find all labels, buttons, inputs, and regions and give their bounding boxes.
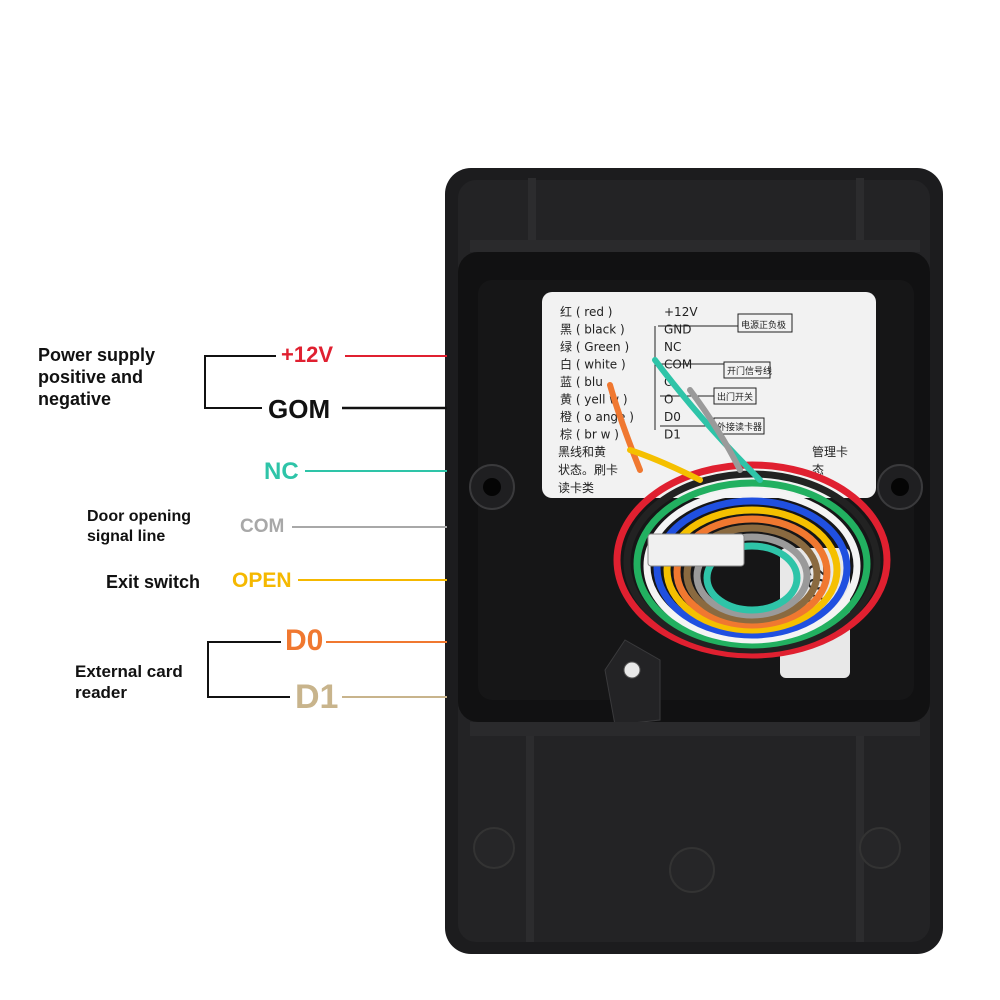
screw-hole-left-inner: [483, 478, 501, 496]
top-rib-right: [856, 178, 864, 248]
wire-loop: [613, 461, 891, 659]
wire-loop: [633, 479, 871, 649]
wire-tail: [607, 382, 643, 473]
sticker-note: 读卡类: [558, 481, 594, 495]
bottom-rib-right: [856, 736, 864, 942]
sticker-box-text: 开门信号线: [727, 365, 772, 377]
wiring-sticker: [542, 292, 876, 498]
sticker-row-color: 黑 ( black ): [560, 323, 625, 337]
signal-label-plus12v: +12V: [281, 342, 333, 367]
bottom-ledge: [470, 722, 920, 736]
signal-label-d0: D0: [285, 624, 324, 657]
wire-loop: [683, 524, 821, 624]
group-label-door: Door opening signal line: [87, 508, 191, 545]
sticker-row-signal: D0: [664, 410, 681, 424]
wire-loop: [663, 506, 841, 634]
top-ledge: [470, 240, 920, 252]
wire-tail: [687, 387, 743, 473]
sticker-note: 黑线和黄: [558, 445, 606, 459]
wire-loop: [693, 533, 811, 619]
signal-label-d1: D1: [295, 678, 339, 716]
sticker-note-right: 管理卡: [812, 444, 848, 459]
group-label-power: Power supply positive and negative: [38, 345, 156, 409]
signal-label-gom: GOM: [268, 394, 331, 424]
wire-tail: [652, 357, 763, 483]
wire-loop: [643, 488, 861, 644]
sticker-box-text: 外接读卡器: [717, 421, 762, 433]
sticker-row-color: 橙 ( o ange ): [560, 409, 634, 424]
bracket-power: [204, 355, 276, 409]
sticker-row-signal: +12V: [664, 305, 698, 319]
signal-label-com: COM: [240, 516, 285, 537]
sticker-row-signal: O: [664, 393, 673, 407]
bracket-reader: [207, 641, 290, 698]
sticker-row-color: 白 ( white ): [560, 357, 626, 372]
tamper-switch-button: [623, 661, 641, 679]
top-rib-left: [528, 178, 536, 248]
wire-tail: [627, 447, 703, 483]
sticker-box-text: 出门开关: [717, 391, 753, 403]
bottom-rib-left: [526, 736, 534, 942]
bottom-hole-left: [473, 827, 515, 869]
wire-loop: [673, 515, 831, 629]
group-label-reader: External card reader: [75, 662, 183, 702]
tamper-switch-base: [604, 639, 661, 726]
sticker-note: 状态。刷卡: [558, 463, 618, 477]
signal-label-open: OPEN: [232, 569, 292, 592]
sticker-row-color: 棕 ( br w ): [560, 427, 619, 442]
sticker-box: [723, 361, 771, 379]
wire-connector: [647, 533, 745, 567]
bottom-hole-right: [859, 827, 901, 869]
sticker-row-color: 绿 ( Green ): [560, 339, 629, 354]
bottom-hole-center: [669, 847, 715, 893]
wire-loop: [703, 542, 801, 614]
group-label-exit: Exit switch: [106, 572, 201, 592]
sticker-box-text: 电源正负极: [741, 319, 786, 331]
sticker-row-color: 红 ( red ): [560, 304, 612, 319]
wire-loop: [653, 497, 851, 639]
sticker-box: [737, 313, 793, 333]
signal-label-nc: NC: [264, 458, 299, 485]
sticker-row-color: 蓝 ( blu: [560, 375, 603, 389]
sticker-row-signal: NC: [664, 340, 681, 354]
screw-hole-right-inner: [891, 478, 909, 496]
sticker-row-signal: D1: [664, 428, 681, 442]
